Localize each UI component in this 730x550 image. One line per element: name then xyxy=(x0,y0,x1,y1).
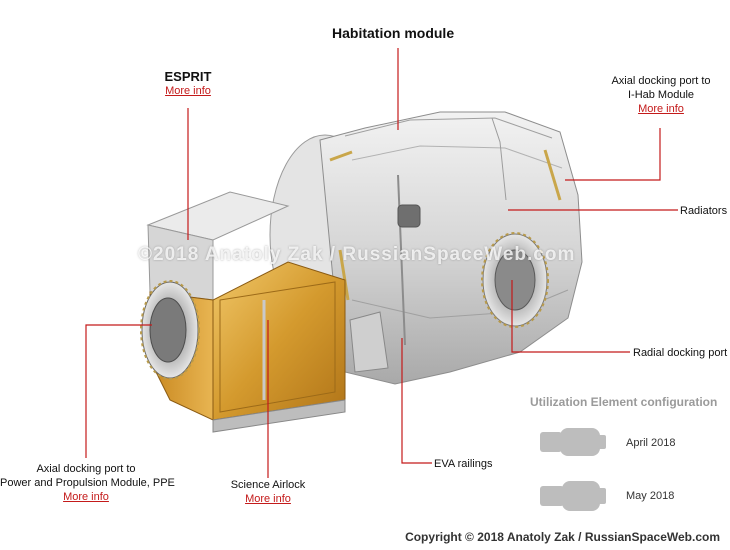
science-airlock-title: Science Airlock xyxy=(230,479,306,491)
radiators-label: Radiators xyxy=(680,205,728,217)
page-title: Habitation module xyxy=(332,25,455,41)
axial-ppe-label: Axial docking port to Power and Propulsi… xyxy=(0,462,175,504)
legend-silhouette-may xyxy=(540,481,606,511)
axial-ppe-more-info-link[interactable]: More info xyxy=(63,491,109,503)
axial-ppe-line1: Axial docking port to xyxy=(36,463,136,475)
esprit-more-info-link[interactable]: More info xyxy=(165,85,211,97)
copyright-notice: Copyright © 2018 Anatoly Zak / RussianSp… xyxy=(405,530,720,544)
science-airlock-more-info-link[interactable]: More info xyxy=(245,493,291,505)
esprit-title: ESPRIT xyxy=(164,69,212,84)
axial-ihab-label: Axial docking port to I-Hab Module More … xyxy=(596,74,726,116)
axial-ihab-line2: I-Hab Module xyxy=(627,89,695,101)
eva-railings-label: EVA railings xyxy=(434,458,493,470)
radial-docking-port-label: Radial docking port xyxy=(633,347,728,359)
leader-lines xyxy=(85,48,678,478)
legend-date-may: May 2018 xyxy=(626,490,675,502)
axial-ihab-line1: Axial docking port to xyxy=(611,75,711,87)
esprit-module-shape xyxy=(140,191,346,433)
esprit-label: ESPRIT More info xyxy=(158,70,218,98)
watermark: ©2018 Anatoly Zak / RussianSpaceWeb.com xyxy=(138,244,576,265)
legend-date-april: April 2018 xyxy=(626,437,676,449)
axial-ihab-more-info-link[interactable]: More info xyxy=(638,103,684,115)
science-airlock-label: Science Airlock More info xyxy=(218,478,318,506)
legend-silhouette-april xyxy=(540,428,606,456)
legend-title: Utilization Element configuration xyxy=(530,395,718,409)
axial-ppe-line2: Power and Propulsion Module, PPE xyxy=(0,477,175,489)
